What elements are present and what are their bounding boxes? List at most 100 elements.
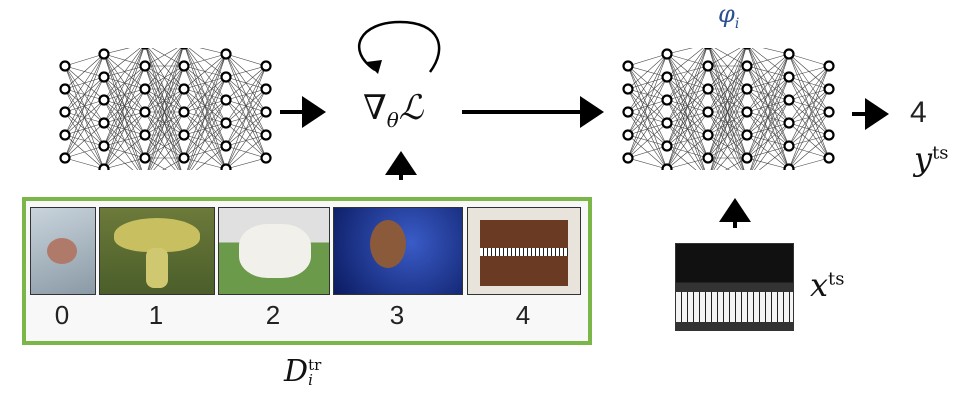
neuron (59, 106, 71, 118)
neuron (743, 176, 752, 185)
edge (666, 48, 693, 55)
edge (195, 145, 227, 170)
edge (103, 48, 141, 78)
edge (746, 53, 790, 113)
edge (707, 48, 746, 113)
neuron (260, 152, 272, 164)
neuron (661, 163, 673, 170)
edge (750, 76, 790, 170)
y-ts-label: yts (914, 140, 949, 178)
edge (707, 48, 741, 67)
label-1: 1 (148, 300, 164, 330)
edge (103, 168, 109, 170)
image-bird (30, 207, 96, 295)
edge (103, 122, 139, 170)
edge (627, 53, 668, 67)
neuron (220, 48, 232, 60)
edge (746, 53, 790, 136)
neuron (702, 83, 714, 95)
phi-label: φi (718, 0, 739, 32)
edge (627, 53, 668, 159)
edge (707, 48, 746, 136)
neuron (139, 60, 151, 72)
edge (225, 65, 267, 170)
y: y (914, 140, 933, 178)
neuron (139, 106, 151, 118)
neuron (661, 94, 673, 106)
neuron (622, 60, 634, 72)
edge (716, 134, 748, 170)
neuron (823, 152, 835, 164)
edge (762, 48, 790, 55)
neuron (59, 152, 71, 164)
neuron (220, 94, 232, 106)
image-test-piano (675, 243, 794, 331)
edge (153, 134, 185, 170)
image-piano (467, 207, 581, 295)
neuron (139, 83, 151, 95)
x-ts-label: xts (810, 266, 845, 304)
neuron (704, 48, 712, 50)
edge (225, 65, 267, 101)
edge (162, 157, 185, 170)
D: D (284, 354, 309, 389)
edge (627, 53, 668, 90)
neuron (783, 94, 795, 106)
edge (190, 122, 227, 170)
neuron (141, 48, 149, 50)
neuron (260, 83, 272, 95)
neuron (178, 152, 190, 164)
edge (666, 134, 709, 170)
neuron (260, 129, 272, 141)
neuron (743, 48, 751, 50)
edge (64, 53, 105, 113)
neuron (178, 106, 190, 118)
edge (144, 48, 183, 113)
neuron (178, 129, 190, 141)
edge (746, 53, 790, 90)
neuron (783, 48, 795, 60)
edge (746, 53, 790, 67)
y-sup: ts (932, 142, 949, 164)
neuron (622, 129, 634, 141)
edge (788, 65, 830, 101)
neuron (823, 60, 835, 72)
edge (627, 99, 668, 159)
edge (666, 48, 707, 147)
edge (788, 65, 830, 147)
neuron (178, 60, 190, 72)
neuron (59, 83, 71, 95)
neuron (741, 152, 753, 164)
label-2: 2 (265, 300, 281, 330)
edge (103, 48, 144, 124)
neuron (180, 48, 188, 50)
edge (103, 157, 146, 170)
neuron (220, 163, 232, 170)
label-0: 0 (54, 300, 70, 330)
edge (183, 53, 227, 67)
edge (666, 122, 702, 170)
edge (103, 134, 146, 170)
edge (711, 88, 748, 170)
edge (103, 48, 130, 55)
label-4: 4 (515, 300, 531, 330)
neuron (98, 71, 110, 83)
edge (666, 168, 672, 170)
edge (220, 168, 227, 170)
neuron (98, 140, 110, 152)
image-singer (333, 207, 463, 295)
neuron (98, 163, 110, 170)
edge (64, 122, 105, 159)
neuron (661, 71, 673, 83)
edge (148, 88, 185, 170)
edge (64, 53, 105, 90)
edge (666, 88, 709, 170)
edge (666, 48, 706, 101)
neuron (741, 129, 753, 141)
edge (225, 111, 267, 170)
edge (64, 53, 105, 67)
edge (199, 48, 227, 55)
neuron (783, 117, 795, 129)
neuron (823, 106, 835, 118)
